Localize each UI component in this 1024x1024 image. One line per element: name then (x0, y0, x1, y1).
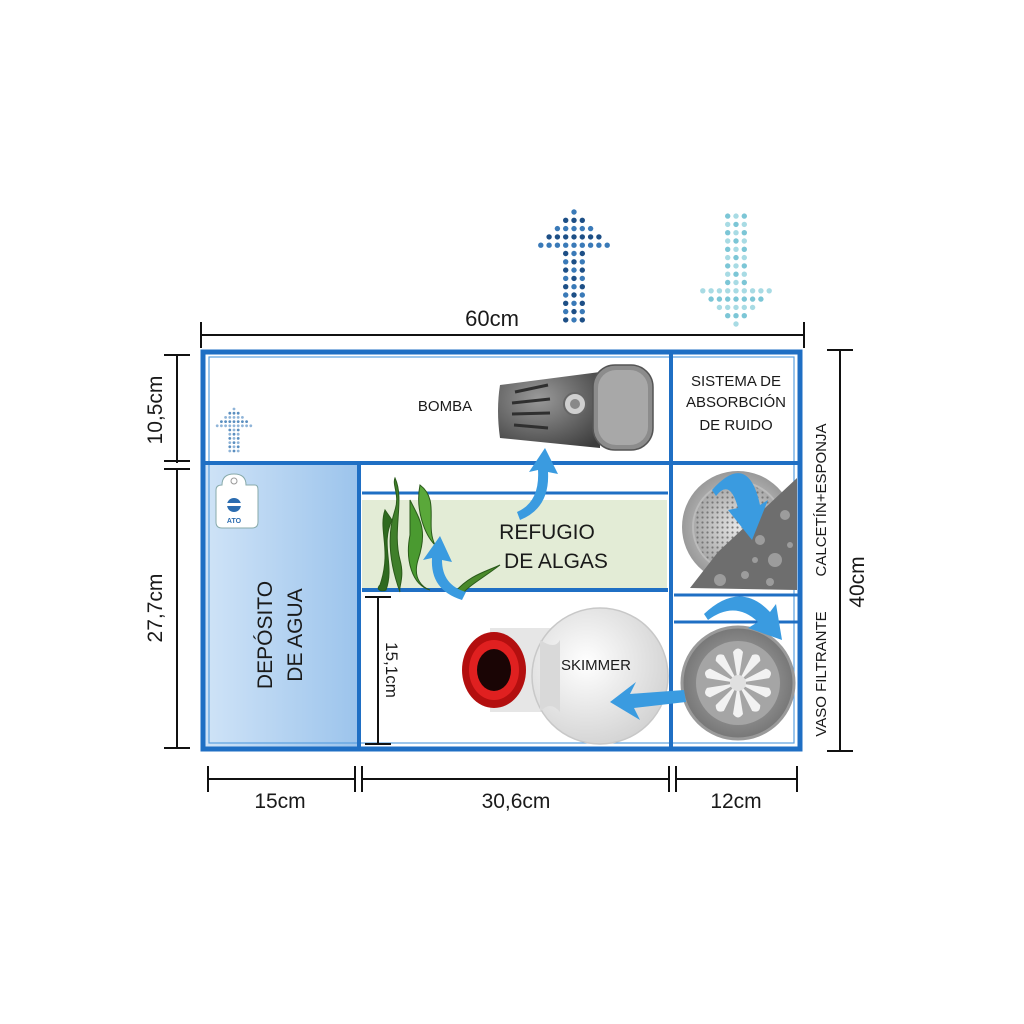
filter-petal (715, 683, 738, 712)
filter-petal (738, 654, 761, 683)
filter-petal (733, 683, 743, 718)
top-up-arrow-icon (215, 407, 253, 453)
ato-label: ATO (227, 518, 242, 525)
filter-petal (705, 668, 738, 684)
filter-petal (733, 648, 743, 683)
pump-label: BOMBA (418, 398, 472, 415)
pump-icon (498, 364, 654, 451)
filter-petal (715, 654, 738, 683)
reservoir-label-1: DEPÓSITO (254, 581, 277, 689)
dimension-lines (164, 322, 853, 792)
refugium-label-2: DE ALGAS (504, 550, 608, 573)
width-middle-label: 30,6cm (482, 790, 551, 813)
lower-height-label: 27,7cm (144, 574, 167, 643)
noise-system-label-3: DE RUIDO (699, 417, 772, 434)
filter-cup-icon (680, 625, 796, 741)
reservoir-label-2: DE AGUA (284, 588, 307, 681)
noise-system-label-1: SISTEMA DE (691, 373, 781, 390)
algae-icon (377, 476, 501, 595)
flow-arrows (423, 448, 782, 720)
filter-petal (737, 683, 761, 712)
top-height-label: 10,5cm (144, 376, 167, 445)
noise-system-label-2: ABSORBCIÓN (686, 394, 786, 411)
water-in-arrow-icon (700, 213, 772, 327)
total-height-label: 40cm (846, 556, 869, 607)
filter-petal (705, 682, 738, 698)
width-right-label: 12cm (710, 790, 761, 813)
refugium-chamber (362, 500, 667, 588)
ato-sensor-icon (215, 473, 259, 529)
side-label-top: CALCETÍN+ESPONJA (813, 424, 830, 577)
side-label-bottom: VASO FILTRANTE (813, 611, 830, 736)
skimmer-icon (462, 607, 669, 745)
width-reservoir-label: 15cm (254, 790, 305, 813)
skimmer-label: SKIMMER (561, 657, 631, 674)
filter-petal (738, 668, 771, 683)
sump-frame (200, 349, 803, 752)
noise-absorber-icon (682, 471, 797, 590)
skimmer-height-label: 15,1cm (382, 642, 401, 698)
filter-petal (738, 683, 771, 698)
total-width-label: 60cm (465, 306, 519, 331)
refugium-label-1: REFUGIO (499, 521, 595, 544)
water-out-arrow-icon (538, 209, 610, 323)
